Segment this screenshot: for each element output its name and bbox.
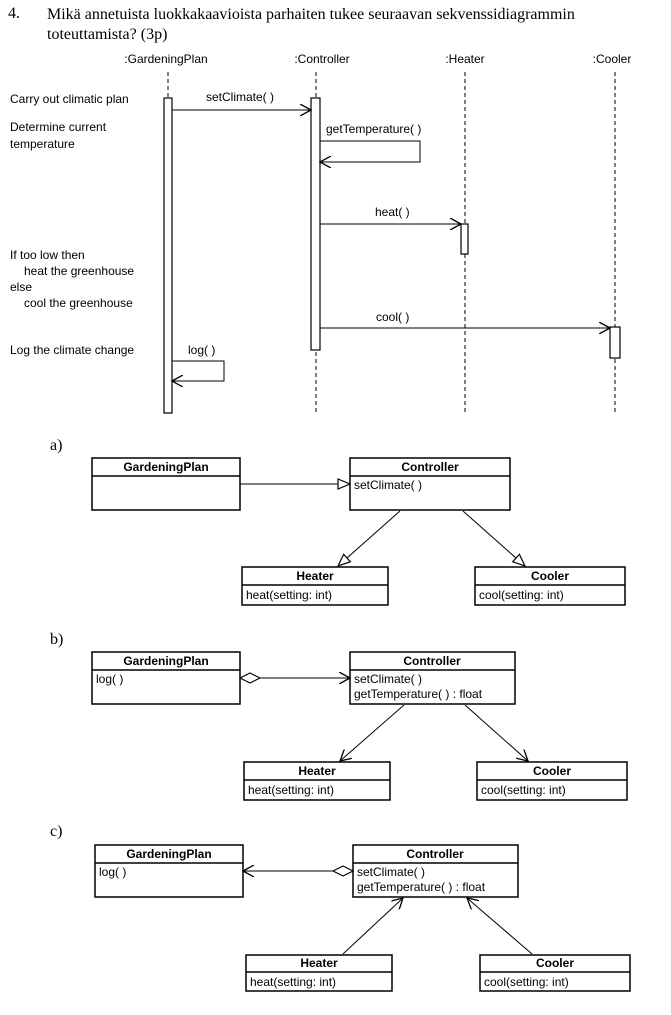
note-determine-line1: Determine current xyxy=(10,120,107,134)
class-name: Cooler xyxy=(536,956,574,970)
operation: log( ) xyxy=(99,865,126,879)
note-determine-line2: temperature xyxy=(10,137,75,151)
class-name: Controller xyxy=(403,654,461,668)
option-b: b) GardeningPlan log( ) Controller setCl… xyxy=(50,631,628,801)
class-heater: Heater heat(setting: int) xyxy=(245,954,393,992)
operation: heat(setting: int) xyxy=(246,588,332,602)
class-controller: Controller setClimate( ) getTemperature(… xyxy=(349,651,516,705)
class-name: Controller xyxy=(406,847,464,861)
class-controller: Controller setClimate( ) xyxy=(349,457,511,511)
class-name: Cooler xyxy=(531,569,569,583)
class-name: GardeningPlan xyxy=(123,460,208,474)
class-name: Heater xyxy=(296,569,334,583)
class-heater: Heater heat(setting: int) xyxy=(243,761,391,801)
activation-gardening-plan xyxy=(163,97,173,414)
note-condition-line2: heat the greenhouse xyxy=(24,264,134,278)
question-number: 4. xyxy=(8,5,20,22)
class-name: Controller xyxy=(401,460,459,474)
class-name: Heater xyxy=(298,764,336,778)
operation: setClimate( ) xyxy=(354,672,422,686)
class-name: Heater xyxy=(300,956,338,970)
msg-label-cool: cool( ) xyxy=(376,310,409,324)
msg-label-set-climate: setClimate( ) xyxy=(206,90,274,104)
option-b-label: b) xyxy=(50,631,63,648)
relation-heater-controller xyxy=(342,898,403,955)
operation: getTemperature( ) : float xyxy=(357,880,486,894)
msg-label-log: log( ) xyxy=(188,343,215,357)
note-carry-out: Carry out climatic plan xyxy=(10,92,129,106)
class-heater: Heater heat(setting: int) xyxy=(241,566,389,606)
lifeline-label-heater: :Heater xyxy=(445,52,484,66)
msg-arrow-log xyxy=(172,360,225,381)
option-a: a) GardeningPlan Controller setClimate( … xyxy=(50,437,626,606)
lifeline-label-cooler: :Cooler xyxy=(593,52,632,66)
relation-controller-cooler xyxy=(462,510,525,566)
relation-cooler-controller xyxy=(467,898,533,955)
msg-label-get-temperature: getTemperature( ) xyxy=(326,122,421,136)
lifeline-label-gardening-plan: :GardeningPlan xyxy=(124,52,207,66)
note-condition-line4: cool the greenhouse xyxy=(24,296,133,310)
relation-controller-cooler xyxy=(464,704,528,761)
activation-cooler xyxy=(609,326,621,359)
option-a-label: a) xyxy=(50,437,62,454)
operation: cool(setting: int) xyxy=(484,975,569,989)
msg-label-heat: heat( ) xyxy=(375,205,410,219)
operation: heat(setting: int) xyxy=(250,975,336,989)
class-cooler: Cooler cool(setting: int) xyxy=(479,954,631,992)
operation: cool(setting: int) xyxy=(479,588,564,602)
note-condition-line3: else xyxy=(10,280,32,294)
lifeline-label-controller: :Controller xyxy=(294,52,349,66)
relation-controller-heater xyxy=(338,510,401,566)
class-cooler: Cooler cool(setting: int) xyxy=(474,566,626,606)
class-gardening-plan: GardeningPlan xyxy=(91,457,241,511)
class-gardening-plan: GardeningPlan log( ) xyxy=(91,651,241,705)
operation: cool(setting: int) xyxy=(481,783,566,797)
class-name: Cooler xyxy=(533,764,571,778)
option-c-label: c) xyxy=(50,823,62,840)
operation: getTemperature( ) : float xyxy=(354,687,483,701)
class-name: GardeningPlan xyxy=(123,654,208,668)
note-log-change: Log the climate change xyxy=(10,343,134,357)
class-controller: Controller setClimate( ) getTemperature(… xyxy=(352,844,519,898)
operation: heat(setting: int) xyxy=(248,783,334,797)
operation: setClimate( ) xyxy=(357,865,425,879)
question-text: Mikä annetuista luokkakaavioista parhait… xyxy=(47,6,575,43)
option-c: c) GardeningPlan log( ) Controller setCl… xyxy=(50,823,631,992)
operation: setClimate( ) xyxy=(354,478,422,492)
operation: log( ) xyxy=(96,672,123,686)
relation-controller-heater xyxy=(340,704,405,761)
sequence-diagram: :GardeningPlan :Controller :Heater :Cool… xyxy=(10,52,631,415)
class-cooler: Cooler cool(setting: int) xyxy=(476,761,628,801)
note-condition-line1: If too low then xyxy=(10,248,85,262)
class-name: GardeningPlan xyxy=(126,847,211,861)
class-gardening-plan: GardeningPlan log( ) xyxy=(94,844,244,898)
msg-arrow-get-temperature xyxy=(320,140,421,162)
activation-heater xyxy=(460,223,469,255)
activation-controller xyxy=(310,97,321,351)
